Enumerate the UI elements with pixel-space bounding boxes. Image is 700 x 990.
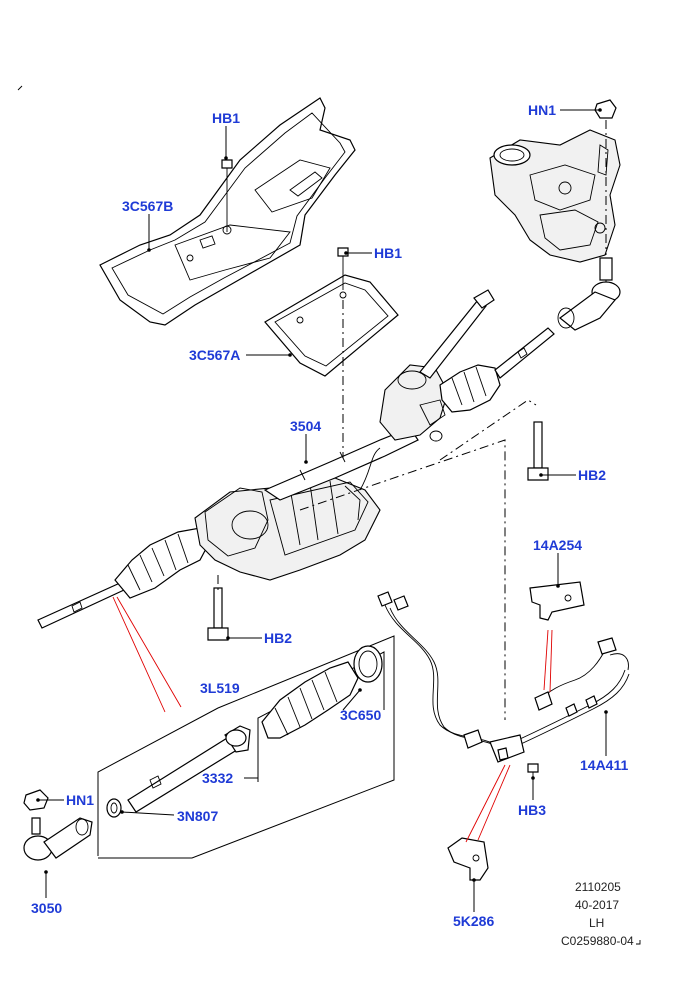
label-3c567a: 3C567A bbox=[189, 347, 240, 363]
corner-tick bbox=[17, 85, 23, 91]
meta-line-4: C0259880-04 bbox=[561, 934, 634, 948]
red-leader-bracket-2 bbox=[549, 629, 553, 693]
tie-rod-end-3050 bbox=[23, 817, 93, 861]
label-hb1-top: HB1 bbox=[212, 110, 240, 126]
red-leader-rod-2 bbox=[116, 596, 182, 708]
nut-hn1-lower bbox=[23, 789, 49, 811]
alignment-line-harness bbox=[299, 439, 506, 720]
tie-rod-end-right bbox=[557, 257, 621, 331]
label-hb2-right: HB2 bbox=[578, 467, 606, 483]
bracket-14a254 bbox=[529, 581, 585, 621]
red-leader-5k286-1 bbox=[465, 764, 506, 843]
label-hb2-left: HB2 bbox=[264, 630, 292, 646]
steering-rack-assembly bbox=[37, 289, 555, 629]
meta-line-3: LH bbox=[589, 916, 604, 930]
label-3332: 3332 bbox=[202, 770, 233, 786]
screw-hb3 bbox=[527, 763, 539, 778]
label-3l519: 3L519 bbox=[200, 680, 240, 696]
steering-knuckle bbox=[489, 129, 621, 263]
label-3c650: 3C650 bbox=[340, 707, 381, 723]
red-leader-bracket-1 bbox=[543, 629, 549, 691]
leaders bbox=[36, 108, 608, 912]
label-hb1-mid: HB1 bbox=[374, 245, 402, 261]
meta-line-1: 2110205 bbox=[575, 880, 621, 894]
red-leader-5k286-2 bbox=[477, 764, 511, 841]
label-hb3: HB3 bbox=[518, 802, 546, 818]
bolt-hb1-top bbox=[221, 159, 233, 232]
heat-shield-small bbox=[264, 274, 399, 377]
bracket-5k286 bbox=[447, 837, 489, 881]
clamp-3n807 bbox=[106, 798, 122, 818]
heat-shield-large bbox=[99, 97, 356, 326]
label-3c567b: 3C567B bbox=[122, 198, 173, 214]
label-hn1-lower: HN1 bbox=[66, 792, 94, 808]
bolt-hb2-left bbox=[207, 587, 229, 641]
wiring-harness bbox=[377, 591, 630, 763]
corner-mark bbox=[636, 940, 641, 945]
label-5k286: 5K286 bbox=[453, 913, 494, 929]
boot-3c650 bbox=[261, 645, 383, 739]
label-3050: 3050 bbox=[31, 900, 62, 916]
meta-line-2: 40-2017 bbox=[575, 898, 619, 912]
label-3n807: 3N807 bbox=[177, 808, 218, 824]
label-hn1-top: HN1 bbox=[528, 102, 556, 118]
inner-tie-rod bbox=[127, 725, 251, 813]
label-14a254: 14A254 bbox=[533, 537, 582, 553]
label-14a411: 14A411 bbox=[580, 757, 628, 773]
red-leader-rod-1 bbox=[112, 596, 166, 713]
label-3504: 3504 bbox=[290, 418, 321, 434]
bolt-hb2-right bbox=[527, 421, 549, 481]
